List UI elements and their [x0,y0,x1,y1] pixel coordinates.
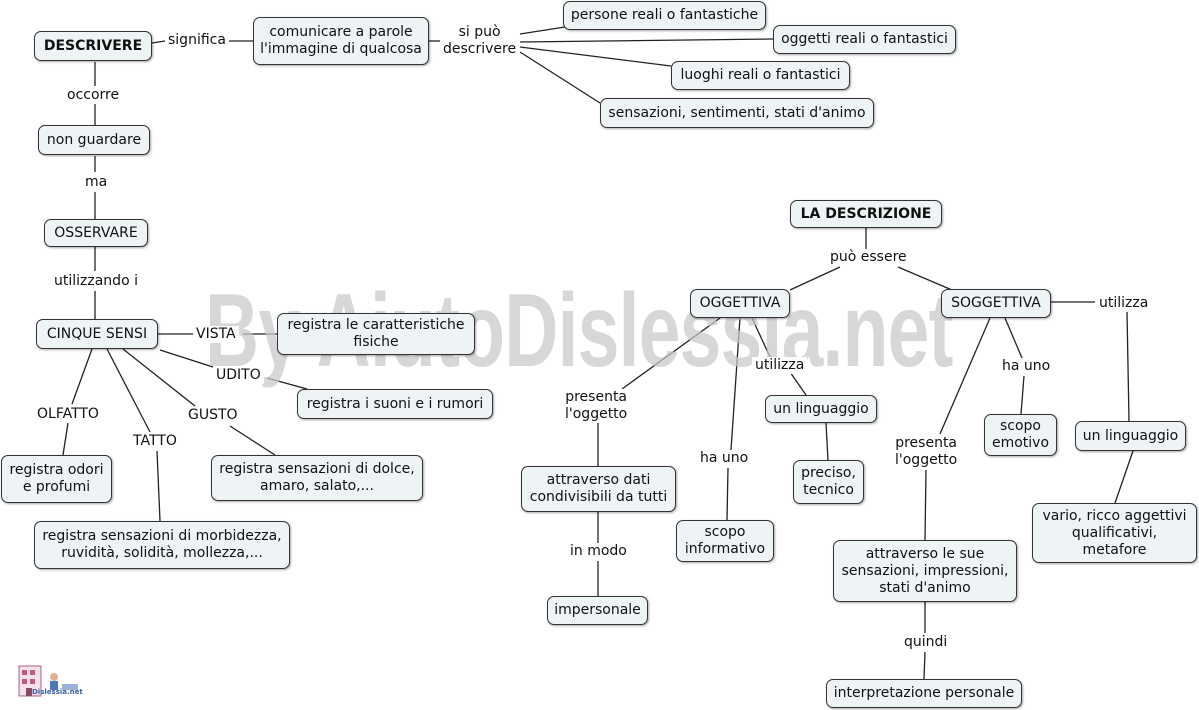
link-ma: ma [82,174,111,191]
node-cinque-sensi: CINQUE SENSI [36,319,158,349]
link-vista: VISTA [193,326,239,343]
link-udito: UDITO [213,367,264,384]
node-sue-sensazioni: attraverso le sue sensazioni, impression… [833,540,1017,602]
node-oggetti: oggetti reali o fantastici [773,25,956,54]
node-linguaggio-soggettiva: un linguaggio [1075,421,1186,451]
link-ha-uno-oggettiva: ha uno [697,450,752,467]
node-linguaggio-oggettiva: un linguaggio [765,395,877,423]
node-non-guardare: non guardare [38,125,150,155]
node-morbidezza: registra sensazioni di morbidezza, ruvid… [34,521,290,569]
link-presenta-soggettiva: presenta l'oggetto [892,435,961,469]
node-dati: attraverso dati condivisibili da tutti [521,466,676,512]
aiutodislessia-logo [18,665,78,697]
node-vario: vario, ricco aggettivi qualificativi, me… [1032,503,1197,563]
link-utilizza-oggettiva: utilizza [752,357,808,374]
link-significa: significa [165,32,229,49]
node-caratteristiche: registra le caratteristiche fisiche [277,313,475,355]
link-presenta-oggettiva: presenta l'oggetto [562,389,631,423]
node-interpretazione: interpretazione personale [826,679,1022,708]
node-descrivere: DESCRIVERE [34,31,152,61]
logo-text: Dislessia.net [32,688,83,696]
link-si-puo-descrivere: si può descrivere [440,24,520,58]
link-occorre: occorre [64,87,123,104]
node-luoghi: luoghi reali o fantastici [671,61,850,90]
node-osservare: OSSERVARE [44,219,148,247]
link-tatto: TATTO [130,433,180,450]
node-sensazioni: sensazioni, sentimenti, stati d'animo [600,98,874,128]
node-emotivo: scopo emotivo [984,414,1057,456]
node-comunicare: comunicare a parole l'immagine di qualco… [253,17,429,65]
node-persone: persone reali o fantastiche [563,1,766,30]
link-utilizza-soggettiva: utilizza [1096,295,1152,312]
link-ha-uno-soggettiva: ha uno [999,358,1054,375]
link-gusto: GUSTO [185,407,241,424]
node-dolce: registra sensazioni di dolce, amaro, sal… [211,455,423,501]
link-utilizzando: utilizzando i [51,273,141,290]
node-soggettiva: SOGGETTIVA [941,289,1051,318]
node-suoni: registra i suoni e i rumori [297,389,493,419]
link-quindi: quindi [901,634,951,651]
link-in-modo: in modo [567,543,630,560]
node-preciso: preciso, tecnico [793,460,864,504]
node-oggettiva: OGGETTIVA [690,289,790,318]
node-impersonale: impersonale [547,596,648,625]
node-informativo: scopo informativo [676,520,774,562]
node-odori: registra odori e profumi [1,455,112,503]
link-olfatto: OLFATTO [34,406,102,423]
link-puo-essere: può essere [827,249,910,266]
node-la-descrizione: LA DESCRIZIONE [790,200,942,228]
